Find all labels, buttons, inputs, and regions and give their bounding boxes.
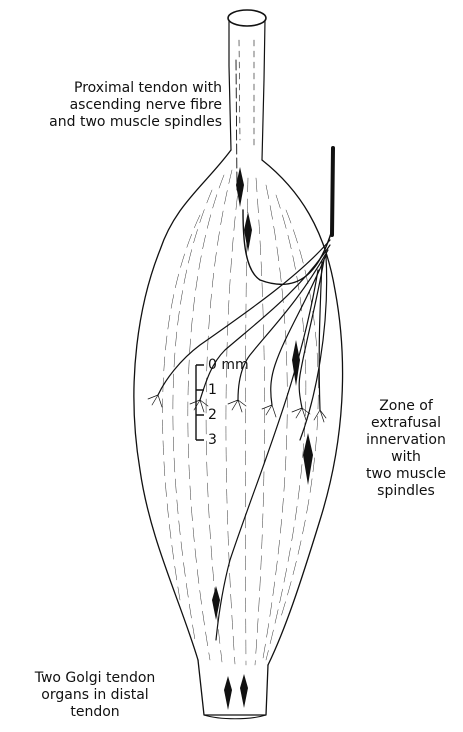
ascending-nerve-fibre: [236, 60, 237, 190]
scale-tick-1: 1: [208, 382, 217, 398]
muscle-spindle-3: [292, 340, 300, 386]
golgi-tendon-organ-1: [224, 676, 232, 710]
muscle-outline-left: [134, 150, 231, 660]
label-golgi-tendon-organs: Two Golgi tendon organs in distal tendon: [20, 670, 170, 721]
distal-tendon: [198, 660, 268, 715]
nerve-branch-to-tendon: [243, 210, 332, 284]
tendon-cut-end: [228, 10, 266, 26]
golgi-tendon-organ-2: [240, 674, 248, 708]
scale-tick-0: 0 mm: [208, 357, 249, 373]
proximal-tendon-left-edge: [229, 20, 231, 150]
muscle-fibres: [163, 170, 319, 665]
scale-tick-2: 2: [208, 407, 217, 423]
scale-tick-3: 3: [208, 432, 217, 448]
muscle-spindle-4: [303, 433, 313, 485]
main-nerve-trunk: [332, 148, 333, 235]
proximal-tendon-right-edge: [262, 20, 265, 160]
motor-endplates: [148, 395, 326, 422]
nerve-branches: [158, 240, 330, 640]
label-proximal-tendon: Proximal tendon with ascending nerve fib…: [49, 80, 222, 131]
proximal-tendon-inner-line: [239, 40, 254, 150]
label-extrafusal-zone: Zone of extrafusal innervation with two …: [354, 398, 458, 500]
